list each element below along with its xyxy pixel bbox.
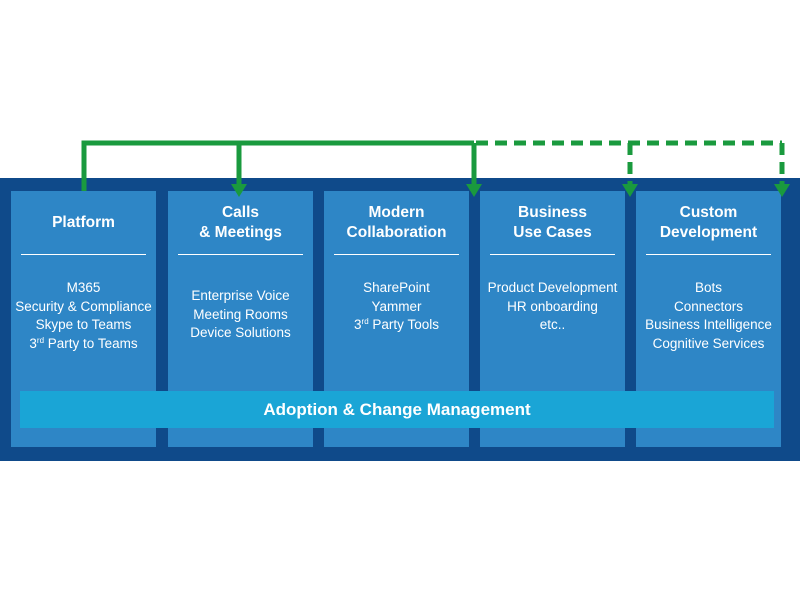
pillar-title: Business Use Cases <box>480 191 625 255</box>
pillar-item: 3rd Party Tools <box>324 316 469 335</box>
pillar-title: Custom Development <box>636 191 781 255</box>
pillar-item: Cognitive Services <box>652 335 765 351</box>
item-suffix: Party to Teams <box>44 335 138 351</box>
pillar-title-line: & Meetings <box>199 224 282 241</box>
pillar-item: HR onboarding <box>507 298 598 314</box>
pillar-title-line: Custom <box>679 204 738 221</box>
pillar-title-line: Collaboration <box>346 224 447 241</box>
adoption-bar-label: Adoption & Change Management <box>263 399 531 419</box>
pillar-item: Meeting Rooms <box>193 306 288 322</box>
pillar-title-line: Calls <box>221 204 260 221</box>
pillar-divider <box>646 254 771 255</box>
pillar-item: Enterprise Voice <box>191 288 290 303</box>
pillar-item: 3rd Party to Teams <box>11 335 156 354</box>
pillar-items: M365 Security & Compliance Skype to Team… <box>11 279 156 353</box>
item-superscript: rd <box>361 317 369 326</box>
pillar-item: Security & Compliance <box>15 298 152 314</box>
item-prefix: 3 <box>29 335 37 351</box>
pillar-title-line: Platform <box>52 214 115 231</box>
pillar-divider <box>178 254 303 255</box>
pillar-title: Modern Collaboration <box>324 191 469 255</box>
pillar-item: etc.. <box>539 317 566 332</box>
pillar-title-line: Use Cases <box>513 224 592 241</box>
pillar-title-line: Business <box>518 204 587 221</box>
item-superscript: rd <box>36 335 45 345</box>
pillar-platform: Platform M365 Security & Compliance Skyp… <box>11 191 156 447</box>
pillar-item: M365 <box>66 280 101 295</box>
pillar-items: Enterprise Voice Meeting Rooms Device So… <box>168 287 313 343</box>
pillar-item: Device Solutions <box>190 325 291 340</box>
pillar-item: Business Intelligence <box>645 317 772 332</box>
pillar-divider <box>334 254 459 255</box>
pillar-item: Bots <box>694 280 722 295</box>
pillar-divider <box>490 254 615 255</box>
pillar-items: Product Development HR onboarding etc.. <box>480 279 625 335</box>
pillar-item: SharePoint <box>363 280 430 295</box>
item-suffix: Party Tools <box>368 317 439 332</box>
pillar-item: Connectors <box>673 298 744 314</box>
pillar-title: Calls & Meetings <box>168 191 313 255</box>
pillar-items: Bots Connectors Business Intelligence Co… <box>636 279 781 353</box>
pillar-title: Platform <box>11 191 156 255</box>
pillar-divider <box>21 254 146 255</box>
item-prefix: 3 <box>354 317 362 332</box>
adoption-change-management-bar: Adoption & Change Management <box>20 391 774 428</box>
pillar-title-line: Modern <box>368 204 425 221</box>
pillar-item: Skype to Teams <box>35 317 132 332</box>
pillar-item: Yammer <box>371 298 422 314</box>
pillar-items: SharePoint Yammer 3rd Party Tools <box>324 279 469 335</box>
pillar-item: Product Development <box>487 280 618 295</box>
pillar-title-line: Development <box>659 224 758 241</box>
